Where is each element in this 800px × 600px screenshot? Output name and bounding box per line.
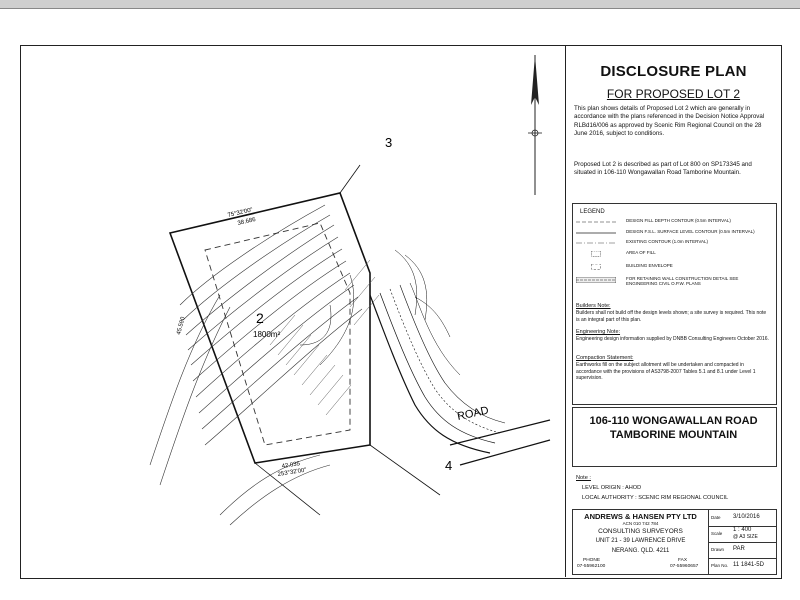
drawn-row: Drawn PAR [709,542,776,559]
date-value: 3/10/2016 [733,514,760,520]
fax-label: FAX [678,558,688,563]
building-envelope [204,222,351,446]
title-block: ANDREWS & HANSEN PTY LTD ACN 010 742 784… [572,509,777,575]
lot-number-label: 2 [256,310,264,326]
local-authority: LOCAL AUTHORITY : SCENIC RIM REGIONAL CO… [582,495,729,501]
road-outline [449,419,551,466]
site-plan-svg: 2 1800m² 3 4 ROAD 75°32'00" 38.686 253°3… [149,55,551,526]
retaining-wall-icon [576,277,616,283]
address-line-2: TAMBORINE MOUNTAIN [609,429,738,441]
scan-top-edge [0,0,800,9]
plan-number-value: 11 1841-5D [733,562,764,568]
neighbour-lot-3-label: 3 [385,135,392,150]
legend-item: AREA OF FILL [574,249,774,259]
plan-sheet [20,45,782,579]
company-street: UNIT 21 - 39 LAWRENCE DRIVE [595,538,686,544]
scale-size: @ A3 SIZE [733,534,758,540]
legend-item: DESIGN FILL DEPTH CONTOUR (0.5m INTERVAL… [574,217,774,227]
legend-item-label: AREA OF FILL [626,250,656,255]
level-origin: LEVEL ORIGIN : AHOD [582,485,642,491]
plan-title: DISCLOSURE PLAN [600,63,747,80]
plan-meta: Date 3/10/2016 Scale 1 : 400 @ A3 SIZE D… [709,510,776,574]
lot-description: Proposed Lot 2 is described as part of L… [574,161,752,177]
phone-label: PHONE [583,558,601,563]
legend-item-label: DESIGN FILL DEPTH CONTOUR (0.5m INTERVAL… [626,218,731,223]
legend-item-label: FOR RETAINING WALL CONSTRUCTION DETAIL S… [626,276,739,286]
company-name: ANDREWS & HANSEN PTY LTD [584,512,697,521]
road-embankment [299,249,506,454]
address-line-1: 106-110 WONGAWALLAN ROAD [589,415,758,427]
builders-note-text: Builders shall not build off the design … [576,310,767,323]
site-drawing: 2 1800m² 3 4 ROAD 75°32'00" 38.686 253°3… [20,45,565,577]
scale-value: 1 : 400 [733,527,752,533]
phone-number: 07-55962100 [577,564,606,569]
fax-number: 07-55960657 [670,564,699,569]
plan-info-panel: DISCLOSURE PLAN FOR PROPOSED LOT 2 This … [565,45,781,577]
road-label: ROAD [456,405,490,423]
scale-row: Scale 1 : 400 @ A3 SIZE [709,526,776,543]
distance-bottom-label: 42.035 [281,461,301,470]
distance-top-label: 38.686 [237,217,257,227]
scale-label: Scale [711,531,723,536]
legend-item: BUILDING ENVELOPE [574,262,774,272]
company-role: CONSULTING SURVEYORS [598,528,683,535]
engineering-note-heading: Engineering Note: [576,329,621,335]
plan-number-label: Plan No. [711,563,729,568]
legend-item-label: DESIGN F.S.L. SURFACE LEVEL CONTOUR (0.5… [626,229,755,234]
plan-number-row: Plan No. 11 1841-5D [709,558,776,574]
drawn-label: Drawn [711,547,725,552]
address-box [572,407,777,467]
legend-notes-box [572,203,777,405]
bearing-top-label: 75°32'00" [227,207,253,219]
date-row: Date 3/10/2016 [709,510,776,527]
compaction-heading: Compaction Statement: [576,355,634,361]
plan-subtitle: FOR PROPOSED LOT 2 [606,87,741,101]
distance-left-label: 45.590 [176,316,187,336]
north-arrow-icon [528,55,542,195]
fill-depth-contour-icon [576,221,616,223]
legend-item: DESIGN F.S.L. SURFACE LEVEL CONTOUR (0.5… [574,228,774,238]
company-acn: ACN 010 742 784 [622,521,659,526]
plan-description: This plan shows details of Proposed Lot … [574,105,765,138]
company-town: NERANG. QLD. 4211 [611,548,670,554]
drawn-value: PAR [733,546,745,552]
surface-level-contour-icon [576,232,616,234]
area-of-fill [269,259,380,416]
legend-item-label: EXISTING CONTOUR (1.0m INTERVAL) [626,239,709,244]
date-label: Date [711,515,721,520]
adjacent-lot-lines [254,164,441,516]
legend-item: FOR RETAINING WALL CONSTRUCTION DETAIL S… [574,275,774,289]
compaction-text: Earthworks fill on the subject allotment… [576,362,756,381]
area-of-fill-icon [591,251,601,257]
building-envelope-icon [591,264,601,270]
bearing-bottom-label: 253°32'00" [277,468,307,478]
legend-item: EXISTING CONTOUR (1.0m INTERVAL) [574,238,774,248]
footnote-heading: Note : [576,475,591,481]
legend-item-label: BUILDING ENVELOPE [626,263,673,268]
lot-area-label: 1800m² [253,330,280,339]
contour-lines [149,204,363,526]
lot-2-boundary [168,192,371,464]
existing-contour-icon [576,242,616,244]
engineering-note-text: Engineering design information supplied … [576,336,769,342]
company-details: ANDREWS & HANSEN PTY LTD ACN 010 742 784… [573,510,709,574]
neighbour-lot-4-label: 4 [445,458,452,473]
legend-title: LEGEND [580,209,605,215]
builders-note-heading: Builders Note: [576,303,611,309]
